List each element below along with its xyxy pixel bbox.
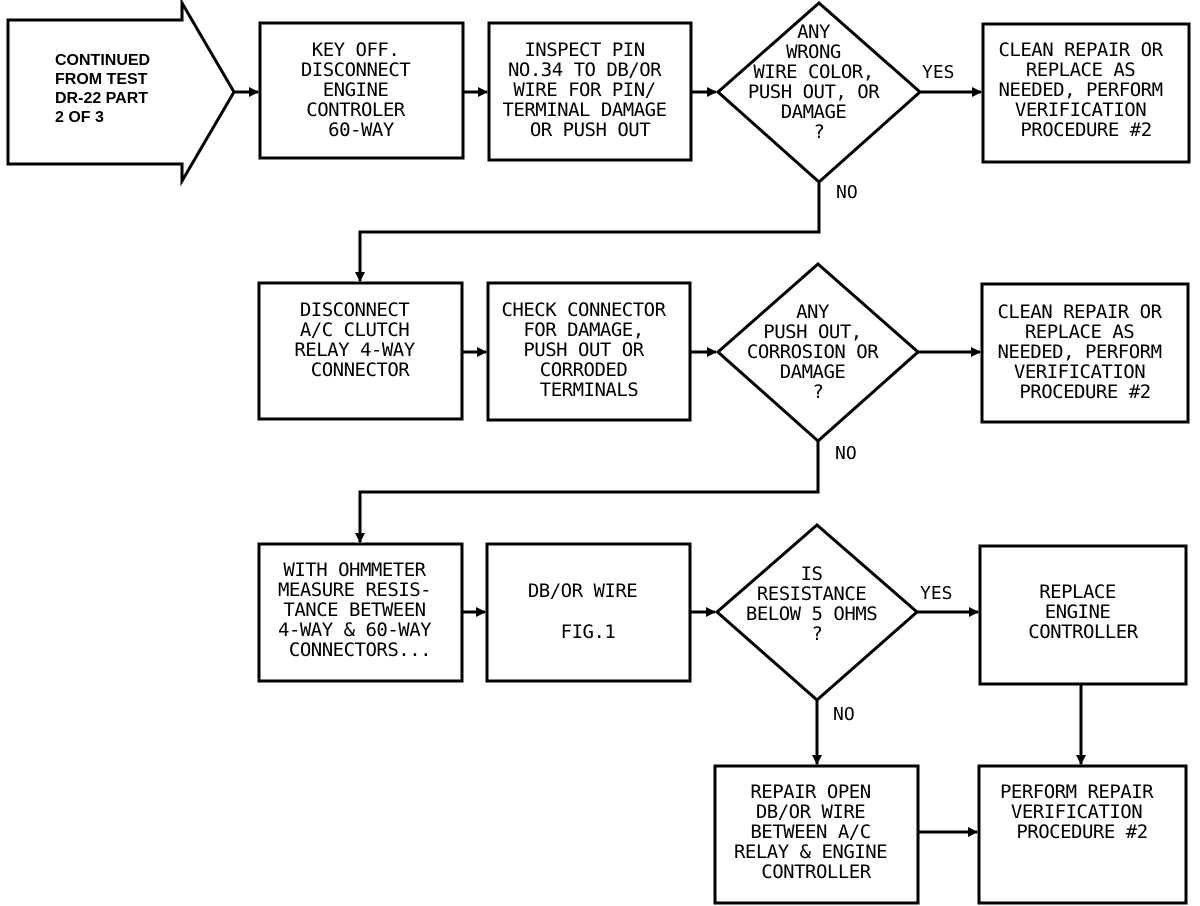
step-check-connector: CHECK CONNECTOR FOR DAMAGE, PUSH OUT OR … — [486, 281, 692, 422]
step-replace-controller: REPLACE ENGINE CONTROLLER — [978, 544, 1188, 686]
edge-label-d3-no: NO — [833, 704, 855, 725]
decision-resistance: IS RESISTANCE BELOW 5 OHMS ? — [714, 523, 920, 702]
svg-text:WITH OHMMETER MEASURE RE: WITH OHMMETER MEASURE RESIS- TANCE BETWE… — [278, 559, 442, 661]
step-perform-repair: PERFORM REPAIR VERIFICATION PROCEDURE #2 — [977, 764, 1188, 905]
svg-text:CLEAN REPAIR OR REPLACE: CLEAN REPAIR OR REPLACE AS NEEDED, PERFO… — [998, 39, 1173, 141]
edge-label-d1-no: NO — [836, 182, 858, 203]
connector-decision-1-no — [355, 182, 821, 282]
svg-text:DB/OR WIRE FIG.1: DB/OR WIRE FIG.1 — [528, 580, 648, 643]
svg-text:REPLACE ENGINE CON: REPLACE ENGINE CONTROLLER — [1028, 581, 1138, 643]
edge-label-d3-yes: YES — [920, 583, 953, 604]
edge-label-d1-yes: YES — [922, 62, 955, 83]
svg-text:KEY OFF. DISCONNECT: KEY OFF. DISCONNECT ENGINE CONTROLER 60-… — [301, 39, 421, 141]
connector-decision-2-no — [355, 441, 820, 543]
svg-text:PERFORM REPAIR VERIFICAT: PERFORM REPAIR VERIFICATION PROCEDURE #2 — [1000, 781, 1164, 843]
step-inspect-pin: INSPECT PIN NO.34 TO DB/OR WIRE FOR PIN/… — [487, 21, 693, 162]
step-ohmmeter: WITH OHMMETER MEASURE RESIS- TANCE BETWE… — [257, 542, 464, 683]
step-disconnect-relay: DISCONNECT A/C CLUTCH RELAY 4-WAY CONNEC… — [257, 281, 464, 421]
svg-text:CLEAN REPAIR OR REPLACE: CLEAN REPAIR OR REPLACE AS NEEDED, PERFO… — [997, 301, 1172, 403]
svg-text:INSPECT PIN NO.34 TO DB/: INSPECT PIN NO.34 TO DB/OR WIRE FOR PIN/… — [502, 39, 677, 141]
start-arrow-node: CONTINUED FROM TEST DR-22 PART 2 OF 3 — [6, 0, 236, 187]
svg-text:CHECK CONNECTOR FOR DAMA: CHECK CONNECTOR FOR DAMAGE, PUSH OUT OR … — [501, 299, 676, 401]
start-arrow-text: CONTINUED FROM TEST DR-22 PART 2 OF 3 — [55, 52, 155, 126]
svg-text:ANY PUSH OUT, CORR: ANY PUSH OUT, CORROSION OR DAMAGE ? — [747, 301, 889, 403]
step-repair-open: REPAIR OPEN DB/OR WIRE BETWEEN A/C RELAY… — [713, 764, 920, 905]
decision-wrong-wire: ANY WRONG WIRE COLOR, PUSH OUT, OR DAMAG… — [715, 1, 923, 185]
decision-push-out: ANY PUSH OUT, CORROSION OR DAMAGE ? — [715, 262, 921, 444]
step-clean-repair-1: CLEAN REPAIR OR REPLACE AS NEEDED, PERFO… — [981, 22, 1191, 164]
svg-text:IS RESISTANCE BELO: IS RESISTANCE BELOW 5 OHMS ? — [746, 563, 888, 645]
svg-text:DISCONNECT A/C CLUTCH: DISCONNECT A/C CLUTCH RELAY 4-WAY CONNEC… — [294, 299, 425, 381]
svg-text:ANY WRONG WIRE COL: ANY WRONG WIRE COLOR, PUSH OUT, OR DAMAG… — [748, 21, 890, 143]
step-db-or-wire: DB/OR WIRE FIG.1 — [485, 542, 692, 683]
edge-label-d2-no: NO — [835, 443, 857, 464]
step-key-off: KEY OFF. DISCONNECT ENGINE CONTROLER 60-… — [258, 21, 465, 160]
step-clean-repair-2: CLEAN REPAIR OR REPLACE AS NEEDED, PERFO… — [980, 282, 1190, 424]
svg-text:REPAIR OPEN DB/OR WIRE: REPAIR OPEN DB/OR WIRE BETWEEN A/C RELAY… — [734, 781, 898, 883]
